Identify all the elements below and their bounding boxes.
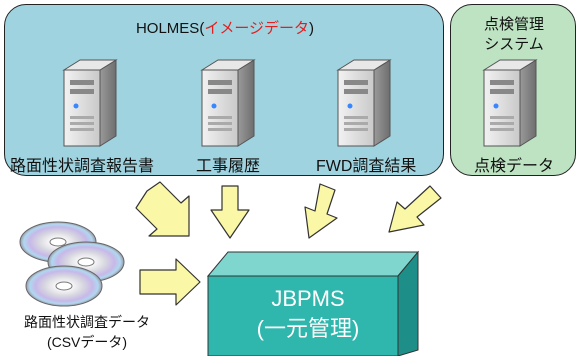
csv-label-line2: (CSVデータ) xyxy=(46,334,128,350)
jbpms-label-line2: (一元管理) xyxy=(256,316,360,341)
holmes-title: HOLMES(イメージデータ) xyxy=(5,17,445,38)
arrow-construction-to-jbpms xyxy=(210,185,250,239)
inspection-title-line1: 点検管理 xyxy=(483,16,544,33)
server-label-inspection-data: 点検データ xyxy=(474,158,555,175)
holmes-title-prefix: HOLMES( xyxy=(135,20,205,37)
arrow-inspection-to-jbpms xyxy=(388,185,442,233)
csv-data-label: 路面性状調査データ (CSVデータ) xyxy=(2,312,172,352)
inspection-title-line2: システム xyxy=(484,36,544,53)
arrow-road-report-to-jbpms xyxy=(135,181,190,237)
server-label-construction-history: 工事履歴 xyxy=(196,158,261,175)
arrow-fwd-to-jbpms xyxy=(304,183,338,239)
jbpms-label: JBPMS (一元管理) xyxy=(208,284,408,344)
arrow-csv-to-jbpms xyxy=(139,258,201,306)
server-icon xyxy=(200,59,256,147)
server-icon xyxy=(336,59,392,147)
server-icon xyxy=(482,59,538,147)
csv-label-line1: 路面性状調査データ xyxy=(24,314,150,330)
server-label-road-survey-report: 路面性状調査報告書 xyxy=(10,158,155,175)
server-icon xyxy=(62,59,118,147)
inspection-panel: 点検管理システム xyxy=(450,4,576,176)
jbpms-cube xyxy=(206,250,420,356)
disc-stack-icon xyxy=(19,221,125,307)
holmes-title-suffix: ) xyxy=(309,20,315,37)
jbpms-label-line1: JBPMS xyxy=(271,286,345,311)
holmes-title-highlight: イメージデータ xyxy=(204,20,310,37)
inspection-title: 点検管理システム xyxy=(451,15,577,55)
server-label-fwd-results: FWD調査結果 xyxy=(316,158,417,175)
